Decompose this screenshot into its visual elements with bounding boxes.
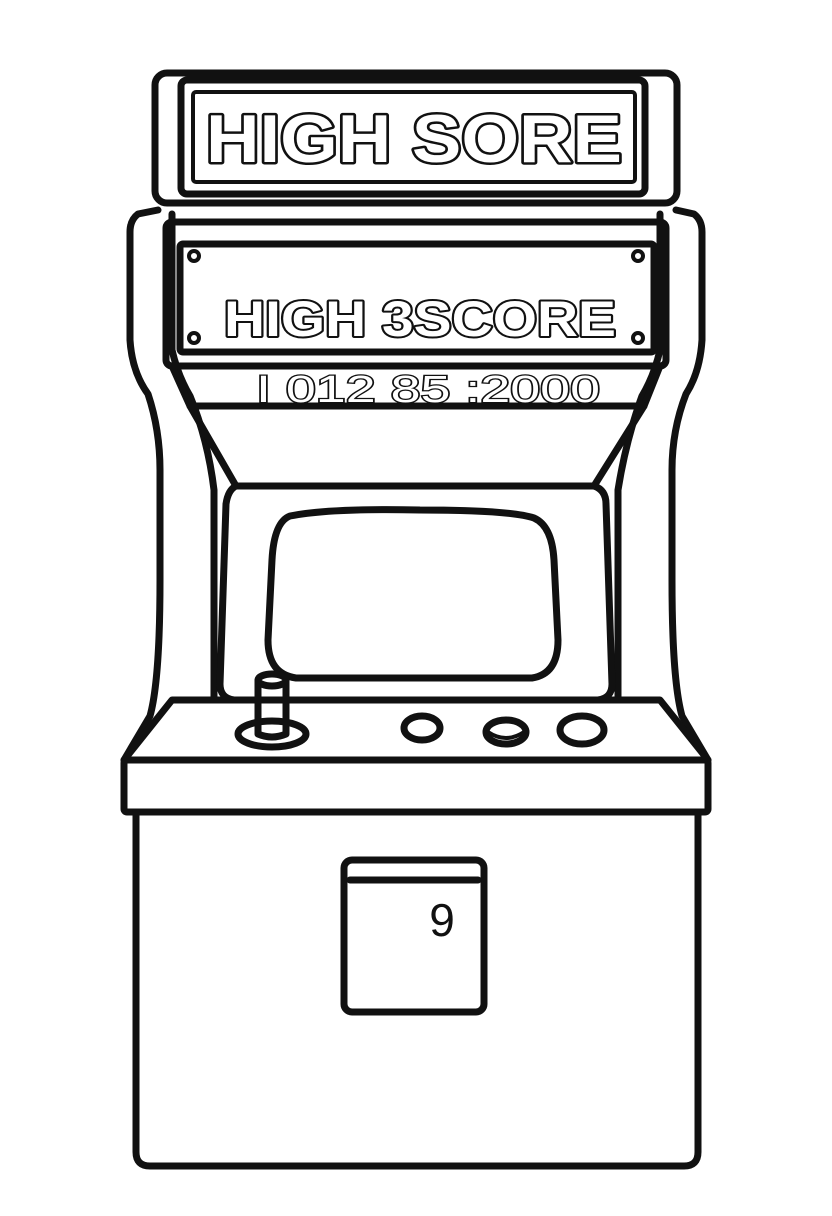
action-button-3[interactable]	[556, 712, 608, 748]
control-deck	[120, 696, 712, 764]
coin-door-label: 9	[429, 894, 455, 946]
coin-door[interactable]: 9	[340, 856, 488, 1016]
screen-assembly	[216, 482, 616, 704]
action-button-1[interactable]	[400, 712, 444, 744]
joystick-top	[254, 670, 290, 690]
screen-hood	[186, 402, 648, 490]
sign-screw	[631, 331, 645, 345]
sign-title: HIGH 3SCORE	[224, 291, 616, 347]
coin-door-frame	[340, 856, 488, 1016]
joystick-base	[234, 717, 310, 751]
marquee-title: HIGH SORE	[206, 101, 622, 177]
lower-cabinet: 9	[132, 808, 702, 1170]
sign-screw	[187, 249, 201, 263]
joystick[interactable]	[234, 670, 310, 751]
marquee-panel	[177, 76, 649, 198]
marquee-inner-border	[191, 90, 637, 184]
sign-screw	[187, 331, 201, 345]
hood-panel	[186, 402, 648, 490]
marquee-frame	[151, 69, 681, 207]
marquee: HIGH SORE	[151, 69, 681, 207]
sign-panel	[176, 240, 658, 356]
joystick-shaft	[254, 676, 290, 741]
action-button-2-rim	[486, 730, 526, 740]
action-button-2[interactable]	[482, 716, 530, 748]
sign-screw	[631, 249, 645, 263]
crt-screen	[264, 506, 562, 682]
lower-cabinet-body	[132, 808, 702, 1170]
control-ledge	[120, 756, 712, 816]
left-side-panel	[120, 206, 164, 764]
right-side-panel	[668, 206, 712, 764]
sign: HIGH 3SCORE	[162, 218, 670, 370]
